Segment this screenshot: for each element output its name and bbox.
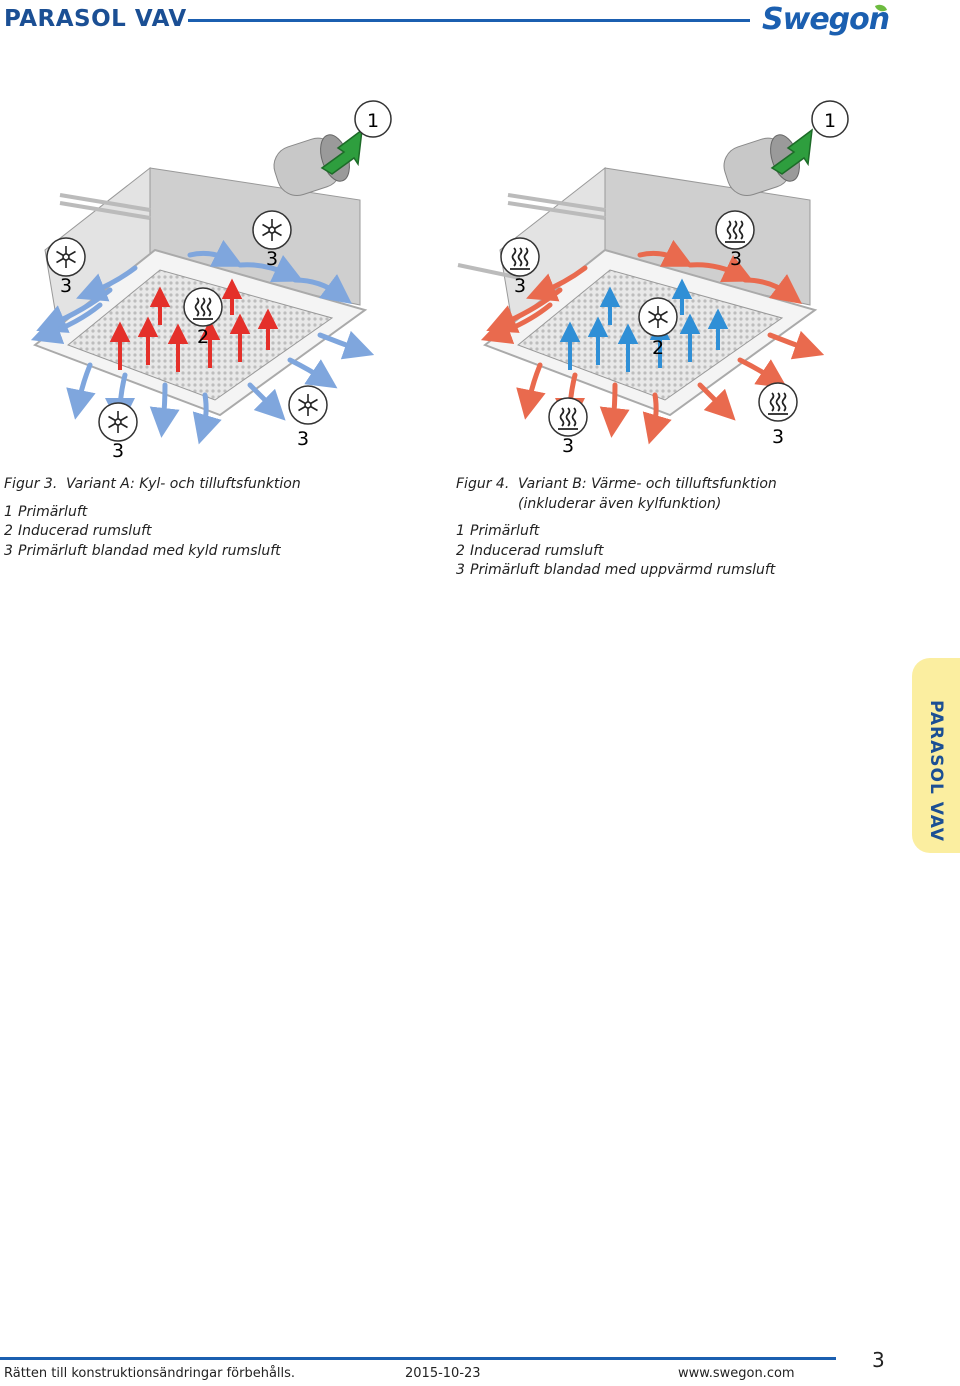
fig-a-label-3: 3 — [297, 428, 309, 450]
figure-a-number: Figur 3. — [4, 476, 58, 492]
heat-waves-icon — [183, 287, 223, 327]
fig-a-label-3: 3 — [266, 248, 278, 270]
side-tab-label: PARASOL VAV — [926, 700, 946, 842]
figure-a-caption: Figur 3. Variant A: Kyl- och tilluftsfun… — [4, 475, 301, 561]
legend-text: Primärluft blandad med uppvärmd rumsluft — [470, 562, 776, 578]
snowflake-icon — [638, 297, 678, 337]
footer-disclaimer: Rätten till konstruktionsändringar förbe… — [4, 1366, 296, 1381]
legend-text: Primärluft blandad med kyld rumsluft — [18, 542, 281, 559]
legend-item: 1 Primärluft — [456, 522, 777, 542]
figure-b-number: Figur 4. — [456, 476, 510, 492]
page-number: 3 — [872, 1348, 885, 1372]
fig-a-label-1: 1 — [367, 110, 379, 132]
legend-item: 3 Primärluft blandad med uppvärmd rumslu… — [456, 561, 777, 581]
legend-num: 1 — [456, 523, 465, 539]
legend-item: 2 Inducerad rumsluft — [4, 522, 301, 542]
figure-a-diagram — [30, 100, 392, 445]
figure-b-title: Variant B: Värme- och tilluftsfunktion (… — [518, 476, 777, 512]
fig-b-label-3: 3 — [772, 426, 784, 448]
legend-text: Inducerad rumsluft — [18, 523, 152, 539]
heat-waves-icon — [758, 382, 798, 422]
snowflake-icon — [252, 210, 292, 250]
header-rule — [188, 19, 750, 22]
legend-text: Primärluft — [18, 503, 88, 520]
snowflake-icon — [98, 402, 138, 442]
snowflake-icon — [46, 237, 86, 277]
fig-b-label-2: 2 — [652, 337, 664, 359]
legend-item: 1 Primärluft — [4, 503, 301, 523]
figure-b-caption: Figur 4. Variant B: Värme- och tilluftsf… — [456, 475, 777, 581]
legend-num: 3 — [4, 542, 13, 559]
legend-num: 2 — [456, 542, 465, 559]
heat-waves-icon — [500, 237, 540, 277]
page-header-title: PARASOL VAV — [4, 6, 187, 32]
snowflake-icon — [288, 385, 328, 425]
legend-text: Primärluft — [470, 523, 540, 539]
heat-waves-icon — [548, 397, 588, 437]
fig-b-label-1: 1 — [824, 110, 836, 132]
legend-item: 3 Primärluft blandad med kyld rumsluft — [4, 542, 301, 562]
fig-b-label-3: 3 — [730, 248, 742, 270]
side-tab — [912, 658, 960, 853]
legend-num: 2 — [4, 523, 13, 539]
fig-a-label-3: 3 — [112, 440, 124, 462]
legend-num: 3 — [456, 562, 465, 578]
footer-date: 2015-10-23 — [405, 1366, 481, 1381]
fig-b-label-3: 3 — [562, 435, 574, 457]
heat-waves-icon — [715, 210, 755, 250]
figure-b-diagram — [457, 100, 849, 445]
figures-illustration: 1 3 3 2 3 3 1 3 3 2 3 3 — [30, 100, 849, 462]
fig-b-label-3: 3 — [514, 275, 526, 297]
footer-website[interactable]: www.swegon.com — [678, 1366, 795, 1381]
swegon-logo: Swegon — [762, 2, 890, 37]
footer-rule — [0, 1357, 836, 1360]
fig-a-label-2: 2 — [197, 326, 209, 348]
legend-item: 2 Inducerad rumsluft — [456, 542, 777, 562]
figure-a-title: Variant A: Kyl- och tilluftsfunktion — [66, 476, 301, 492]
legend-num: 1 — [4, 503, 13, 520]
legend-text: Inducerad rumsluft — [470, 542, 604, 559]
fig-a-label-3: 3 — [60, 275, 72, 297]
